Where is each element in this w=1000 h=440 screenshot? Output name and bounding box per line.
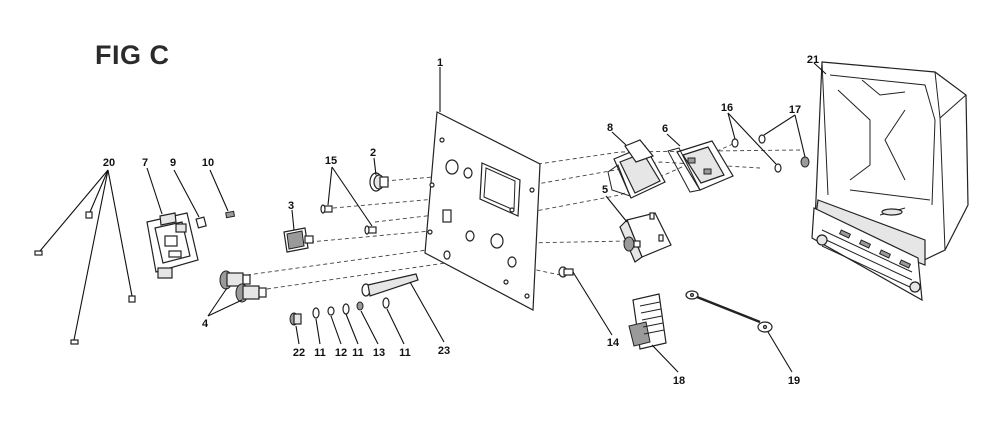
figure-title: FIG C [95, 40, 170, 70]
part-9-clip [195, 216, 207, 229]
callout-9: 9 [170, 157, 176, 169]
part-1-mounting-plate [424, 111, 541, 311]
callout-13: 13 [373, 347, 385, 359]
part-4-terminal-posts [219, 270, 267, 303]
callout-20: 20 [103, 157, 115, 169]
callout-12: 12 [335, 347, 347, 359]
callout-21: 21 [807, 54, 819, 66]
part-21-housing [811, 61, 969, 302]
callout-10: 10 [202, 157, 214, 169]
part-10-spring [225, 210, 236, 219]
callout-18: 18 [673, 375, 685, 387]
part-6-receptacle [667, 140, 734, 193]
leader-lines [39, 62, 827, 373]
part-19-ground-strap [685, 290, 773, 333]
part-2-grommet [369, 172, 389, 192]
callout-3: 3 [288, 200, 294, 212]
callout-15: 15 [325, 155, 337, 167]
parts-16-17-washers-nuts [731, 134, 810, 173]
part-18-board [628, 293, 667, 350]
callout-17: 17 [789, 104, 801, 116]
part-14-screw [558, 266, 574, 278]
callout-4: 4 [202, 318, 209, 330]
callout-5: 5 [602, 184, 608, 196]
part-3-rocker-switch [283, 227, 314, 253]
part-7-holder-bracket [146, 212, 199, 279]
callout-14: 14 [607, 337, 620, 349]
part-23-threaded-rod [361, 273, 419, 297]
callout-11-a: 11 [314, 347, 326, 359]
parts-washers-and-nut [289, 297, 390, 326]
part-15-screws [320, 204, 377, 235]
callout-11-b: 11 [352, 347, 364, 359]
part-20-screws [34, 211, 136, 345]
callout-1: 1 [437, 57, 443, 69]
callout-labels: 1 2 3 4 5 6 7 8 9 10 11 12 11 13 11 14 1… [103, 54, 819, 387]
callout-7: 7 [142, 157, 148, 169]
part-5-circuit-breaker [619, 212, 672, 263]
callout-6: 6 [662, 123, 668, 135]
callout-19: 19 [788, 375, 800, 387]
callout-11-c: 11 [399, 347, 411, 359]
callout-16: 16 [721, 102, 733, 114]
part-8-outlet-cover [607, 139, 666, 199]
callout-8: 8 [607, 122, 613, 134]
callout-23: 23 [438, 345, 450, 357]
callout-2: 2 [370, 147, 376, 159]
callout-22: 22 [293, 347, 305, 359]
